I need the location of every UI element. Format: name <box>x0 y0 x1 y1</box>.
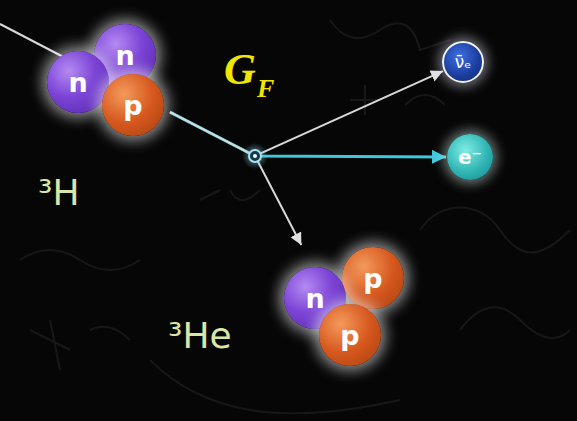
particle-symbol: p <box>363 265 382 292</box>
particle-symbol: e⁻ <box>458 147 482 167</box>
chalk-scribbles <box>20 20 570 413</box>
chalk-stroke <box>150 360 400 413</box>
particle-symbol: p <box>123 92 142 119</box>
chalk-stroke <box>420 208 570 253</box>
nucleus-label: ³He <box>168 318 232 354</box>
coupling-symbol: G <box>224 48 256 92</box>
chalk-stroke <box>30 320 130 370</box>
particle-symbol: n <box>68 69 87 96</box>
coupling-subscript: F <box>257 76 274 102</box>
recoil-track <box>170 112 301 245</box>
vertex-glow <box>242 143 268 169</box>
helium3-nucleus: ³Henpp <box>168 245 405 367</box>
neutron: n <box>47 51 109 113</box>
chalk-stroke <box>330 20 450 50</box>
vertex-core <box>253 154 257 158</box>
proton: p <box>319 304 381 366</box>
chalk-stroke <box>20 250 140 270</box>
antineutrino: ν̄ₑ <box>442 41 484 83</box>
chalk-stroke <box>460 307 570 338</box>
antineutrino-track <box>170 71 443 156</box>
tritium-nucleus: ³Hnnp <box>38 20 170 218</box>
interaction-vertex <box>242 143 268 169</box>
particle-symbol: n <box>115 42 134 69</box>
vertex-dot <box>249 150 261 162</box>
chalk-stroke <box>200 190 260 200</box>
proton: p <box>342 247 404 309</box>
particle-symbol: p <box>340 322 359 349</box>
particle-symbol: n <box>305 285 324 312</box>
electron: e⁻ <box>447 134 493 180</box>
edge-group <box>170 71 446 245</box>
chalk-stroke <box>350 85 445 115</box>
nucleus-label: ³H <box>38 175 80 211</box>
particle-symbol: ν̄ₑ <box>455 54 472 71</box>
proton: p <box>102 74 164 136</box>
